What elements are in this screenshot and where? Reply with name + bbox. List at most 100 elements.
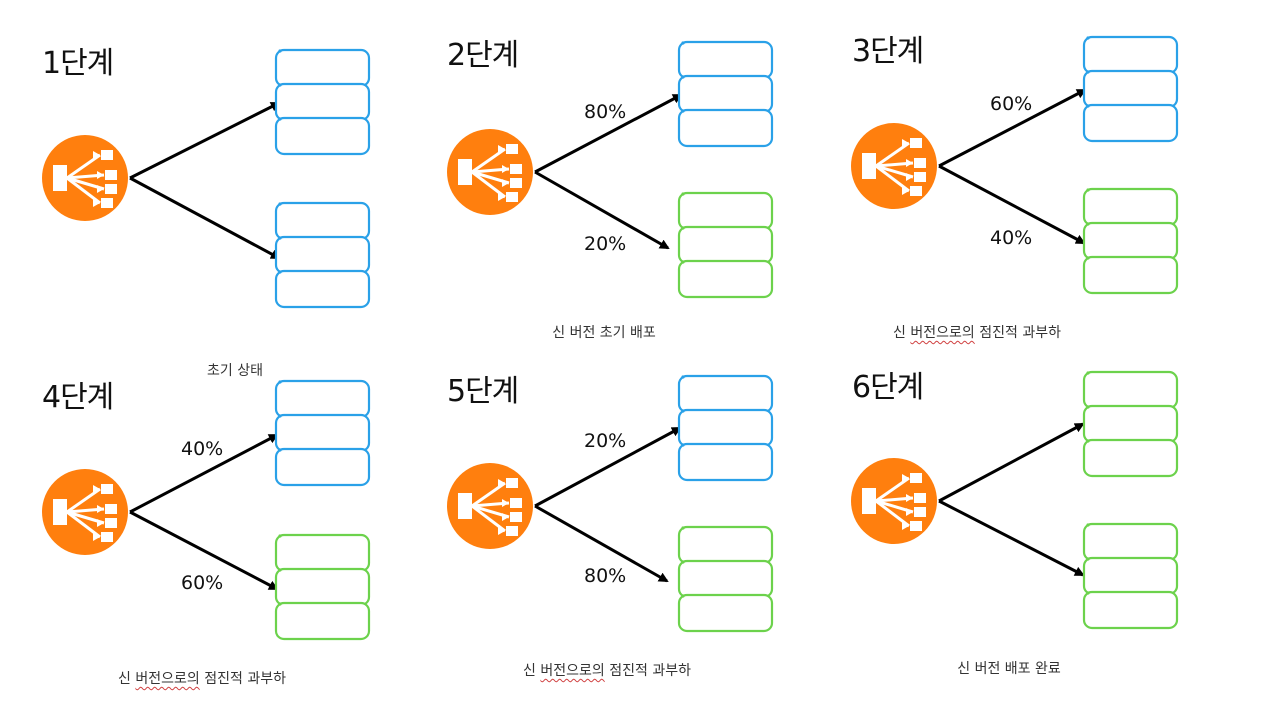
balancer-target-node xyxy=(510,498,522,508)
server-unit-dot xyxy=(681,526,685,530)
server-unit-dot xyxy=(1086,256,1090,260)
server-unit-dot xyxy=(681,260,685,264)
server-unit xyxy=(1082,590,1179,630)
stage-title: 3단계 xyxy=(852,34,924,69)
arrow-bottom xyxy=(534,504,669,583)
balancer-link xyxy=(66,510,101,539)
stage-caption: 신 버전 배포 완료 xyxy=(957,658,1061,678)
arrow-top xyxy=(534,426,682,508)
server-unit-dot xyxy=(278,602,282,606)
caption-text: 신 xyxy=(118,671,136,687)
balancer-link-head xyxy=(902,139,909,147)
balancer-link-head xyxy=(906,494,913,502)
server-unit-dot xyxy=(681,192,685,196)
caption-spellcheck-word: 버전으로의 xyxy=(910,325,975,341)
server-stack-top xyxy=(677,374,774,482)
balancer-target-node xyxy=(506,144,518,154)
balancer-link xyxy=(875,141,910,168)
server-unit-dot xyxy=(681,109,685,113)
stage-caption: 신 버전으로의 점진적 과부하 xyxy=(523,660,691,680)
balancer-source-node xyxy=(458,493,472,519)
arrow-bottom xyxy=(938,499,1085,577)
server-unit xyxy=(1082,255,1179,295)
load-balancer-icon xyxy=(42,469,128,555)
load-balancer-icon xyxy=(42,135,128,221)
server-unit-dot xyxy=(278,236,282,240)
server-unit-dot xyxy=(1086,523,1090,527)
balancer-link-head xyxy=(906,159,913,167)
balancer-link-head xyxy=(502,513,509,521)
server-unit-dot xyxy=(1086,70,1090,74)
server-unit-dot xyxy=(278,380,282,384)
stage-caption: 신 버전 초기 배포 xyxy=(552,322,656,342)
server-unit-dot xyxy=(681,75,685,79)
balancer-target-node xyxy=(910,473,922,483)
balancer-link xyxy=(875,499,910,528)
balancer-target-node xyxy=(506,526,518,536)
caption-spellcheck-word: 버전으로의 xyxy=(540,663,605,679)
server-unit-dot xyxy=(1086,104,1090,108)
server-unit-dot xyxy=(681,375,685,379)
balancer-link xyxy=(471,481,506,508)
server-unit xyxy=(1082,438,1179,478)
caption-text-rest: 점진적 과부하 xyxy=(604,663,691,679)
balancer-source-node xyxy=(458,159,472,185)
balancer-target-node xyxy=(910,186,922,196)
balancer-link-head xyxy=(93,199,100,207)
server-unit xyxy=(274,601,371,641)
balancer-link xyxy=(471,504,506,533)
server-stack-bottom xyxy=(274,533,371,641)
balancer-link-head xyxy=(93,533,100,541)
balancer-target-node xyxy=(101,484,113,494)
server-unit xyxy=(677,259,774,299)
arrow-bottom xyxy=(938,164,1086,245)
balancer-link-head xyxy=(502,499,509,507)
balancer-target-node xyxy=(105,518,117,528)
balancer-source-node xyxy=(53,499,67,525)
arrow-bottom xyxy=(129,176,281,260)
balancer-target-node xyxy=(101,198,113,208)
balancer-link-head xyxy=(902,522,909,530)
server-unit xyxy=(1082,556,1179,596)
load-balancer-icon xyxy=(851,123,937,209)
arrow-top xyxy=(938,422,1085,503)
traffic-bottom-percent: 40% xyxy=(990,227,1033,249)
server-unit xyxy=(1082,522,1179,562)
server-unit-dot xyxy=(278,202,282,206)
server-unit-dot xyxy=(278,270,282,274)
traffic-bottom-percent: 80% xyxy=(584,565,627,587)
balancer-link-head xyxy=(97,505,104,513)
server-unit xyxy=(677,442,774,482)
balancer-link-head xyxy=(498,193,505,201)
caption-spellcheck-word: 버전으로의 xyxy=(135,671,200,687)
server-unit-dot xyxy=(681,594,685,598)
load-balancer-icon xyxy=(447,463,533,549)
balancer-link-head xyxy=(93,485,100,493)
balancer-link-head xyxy=(498,145,505,153)
arrow-bottom xyxy=(129,510,279,591)
balancer-link-head xyxy=(97,519,104,527)
server-stack-bottom xyxy=(1082,522,1179,630)
caption-text: 신 버전 배포 완료 xyxy=(957,661,1061,677)
server-unit xyxy=(1082,370,1179,410)
balancer-source-node xyxy=(862,153,876,179)
server-unit-dot xyxy=(1086,371,1090,375)
balancer-link-head xyxy=(502,179,509,187)
stage-panel-3: 3단계 60% 40% 신 버전으로의 점진적 과부하 xyxy=(851,26,1252,356)
balancer-source-node xyxy=(53,165,67,191)
server-unit xyxy=(677,108,774,148)
server-stack-top xyxy=(274,48,371,156)
stage-caption: 신 버전으로의 점진적 과부하 xyxy=(893,322,1061,342)
server-unit-dot xyxy=(278,414,282,418)
server-unit-dot xyxy=(1086,439,1090,443)
stage-panel-5: 5단계 20% 80% 신 버전으로의 점진적 과부하 xyxy=(447,366,847,696)
server-unit-dot xyxy=(278,117,282,121)
server-stack-top xyxy=(677,40,774,148)
server-unit xyxy=(677,593,774,633)
balancer-link-head xyxy=(498,527,505,535)
